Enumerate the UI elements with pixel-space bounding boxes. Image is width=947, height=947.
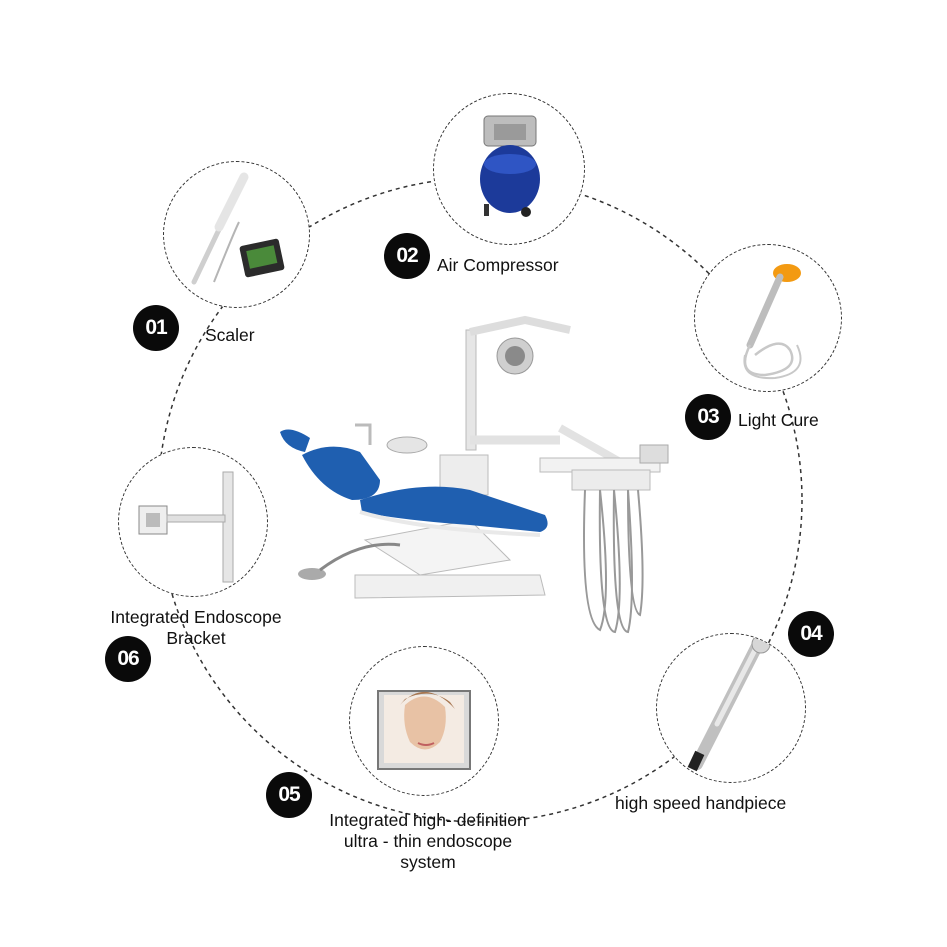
feature-06-label: Integrated Endoscope Bracket: [96, 607, 296, 649]
feature-05-label-line-1: Integrated high- definition: [329, 810, 527, 830]
feature-01-label: Scaler: [205, 325, 255, 345]
feature-04-badge: 04: [788, 611, 834, 657]
feature-05-label-line-2: ultra - thin endoscope: [343, 831, 513, 851]
feature-06-label-line-1: Integrated Endoscope: [110, 607, 282, 627]
handpiece-icon: [687, 634, 771, 772]
feature-02-badge: 02: [384, 233, 430, 279]
feature-05-label: Integrated high- definition ultra - thin…: [300, 810, 556, 873]
feature-03-label: Light Cure: [738, 410, 819, 430]
endoscope-monitor-circle: [349, 646, 499, 796]
feature-03-badge: 03: [685, 394, 731, 440]
light-cure-icon: [743, 264, 802, 380]
endoscope-bracket-circle: [118, 447, 268, 597]
feature-02-label: Air Compressor: [437, 255, 559, 275]
endoscope-bracket-icon: [138, 471, 234, 583]
feature-05-badge: 05: [266, 772, 312, 818]
feature-05-label-line-3: system: [400, 852, 456, 872]
feature-06-badge: 06: [105, 636, 151, 682]
light-cure-circle: [694, 244, 842, 392]
handpiece-circle: [656, 633, 806, 783]
feature-01-badge: 01: [133, 305, 179, 351]
air-compressor-circle: [433, 93, 585, 245]
air-compressor-icon: [480, 115, 540, 217]
scaler-icon: [191, 172, 285, 285]
scaler-circle: [163, 161, 310, 308]
feature-06-label-line-2: Bracket: [166, 628, 226, 648]
feature-04-label: high speed handpiece: [615, 793, 787, 813]
endoscope-monitor-icon: [377, 690, 471, 770]
